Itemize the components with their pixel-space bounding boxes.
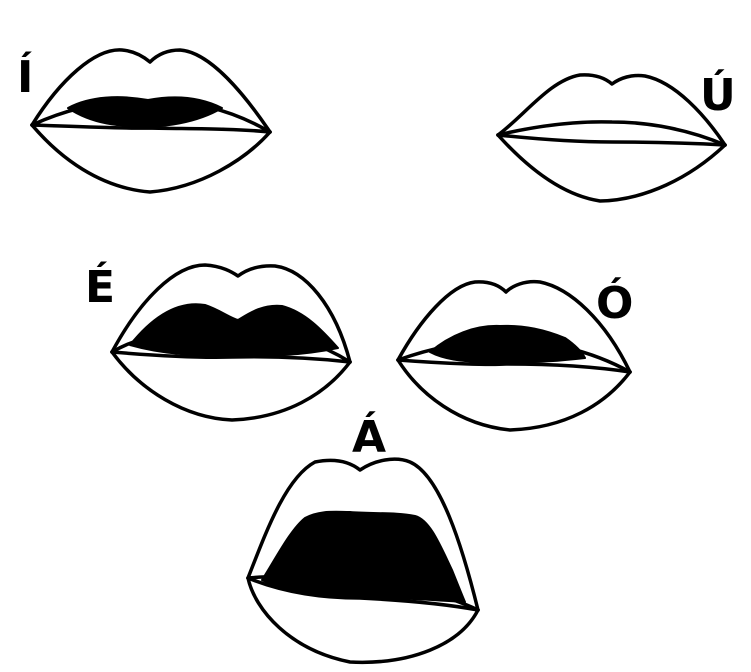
mouth-e <box>112 265 350 420</box>
mouth-e-lower-lip <box>112 352 350 420</box>
vowel-label-i: Í <box>17 50 33 103</box>
mouth-e-opening <box>130 304 338 356</box>
mouth-u <box>498 75 725 201</box>
mouth-u-lower-lip-inner <box>498 135 725 145</box>
mouth-a <box>248 459 478 662</box>
vowel-label-a: Á <box>352 410 386 463</box>
mouth-i <box>32 50 270 192</box>
mouth-a-opening <box>262 512 465 602</box>
mouth-i-lower-lip <box>32 125 270 192</box>
vowel-label-u: Ú <box>700 68 736 121</box>
mouth-o-lower-lip <box>398 360 630 430</box>
vowel-label-e: É <box>85 260 115 313</box>
vowel-label-o: Ó <box>596 276 633 329</box>
